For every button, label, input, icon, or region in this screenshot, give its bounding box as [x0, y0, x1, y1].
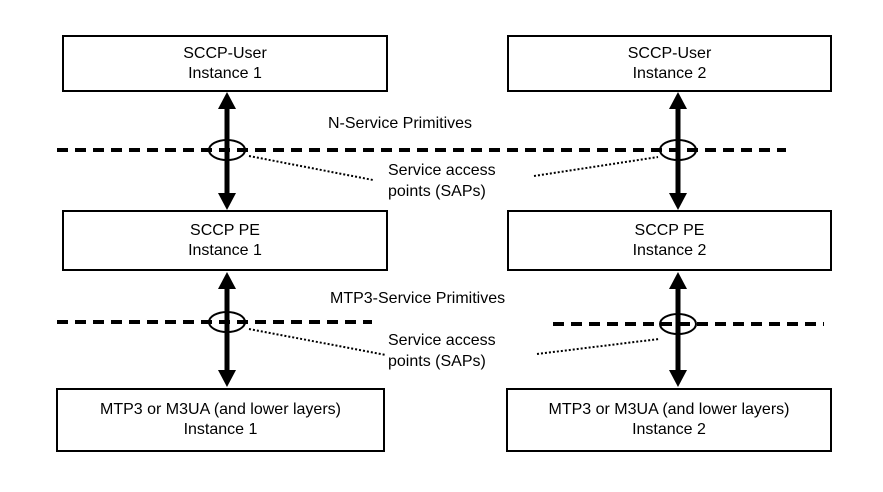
box-title: SCCP PE	[634, 221, 705, 239]
upper-sap-leader-line-left	[248, 155, 374, 181]
double-arrow-pe-mtp3-instance-1	[218, 272, 236, 387]
lower-sap-leader-line-left	[248, 328, 387, 356]
box-title: SCCP-User	[183, 44, 267, 62]
double-arrow-user-pe-instance-2	[669, 92, 687, 210]
box-subtitle: Instance 2	[632, 241, 707, 259]
box-subtitle: Instance 1	[188, 241, 262, 259]
sap-label-lower-line1: Service access	[388, 332, 496, 349]
sap-ellipse-upper-instance-1	[208, 139, 246, 161]
mtp3-instance-2-box: MTP3 or M3UA (and lower layers) Instance…	[506, 388, 832, 452]
double-arrow-pe-mtp3-instance-2	[669, 272, 687, 387]
mtp3-instance-1-box: MTP3 or M3UA (and lower layers) Instance…	[56, 388, 385, 452]
sap-label-lower-line2: points (SAPs)	[388, 353, 486, 370]
box-title: MTP3 or M3UA (and lower layers)	[548, 401, 790, 418]
box-subtitle: Instance 1	[183, 421, 258, 438]
n-service-primitives-label: N-Service Primitives	[328, 115, 473, 132]
box-title: SCCP PE	[190, 221, 260, 239]
sap-ellipse-lower-instance-2	[659, 313, 697, 335]
sccp-pe-instance-1-box: SCCP PE Instance 1	[62, 210, 388, 271]
double-arrow-user-pe-instance-1	[218, 92, 236, 210]
lower-sap-leader-line-right	[536, 338, 660, 355]
box-subtitle: Instance 2	[632, 64, 707, 82]
sccp-pe-instance-2-box: SCCP PE Instance 2	[507, 210, 832, 271]
box-subtitle: Instance 1	[188, 64, 262, 82]
sap-label-upper: Service access points (SAPs)	[388, 160, 496, 202]
box-title: SCCP-User	[627, 44, 712, 62]
sap-label-lower: Service access points (SAPs)	[388, 330, 496, 372]
sap-ellipse-lower-instance-1	[208, 311, 246, 333]
box-title: MTP3 or M3UA (and lower layers)	[100, 401, 341, 418]
mtp3-service-primitives-label: MTP3-Service Primitives	[330, 290, 506, 307]
sap-label-upper-line2: points (SAPs)	[388, 183, 486, 200]
upper-sap-leader-line-right	[533, 156, 659, 177]
sccp-user-instance-1-box: SCCP-User Instance 1	[62, 35, 388, 92]
sap-ellipse-upper-instance-2	[659, 139, 697, 161]
sap-label-upper-line1: Service access	[388, 162, 496, 179]
sccp-user-instance-2-box: SCCP-User Instance 2	[507, 35, 832, 92]
box-subtitle: Instance 2	[632, 421, 706, 438]
